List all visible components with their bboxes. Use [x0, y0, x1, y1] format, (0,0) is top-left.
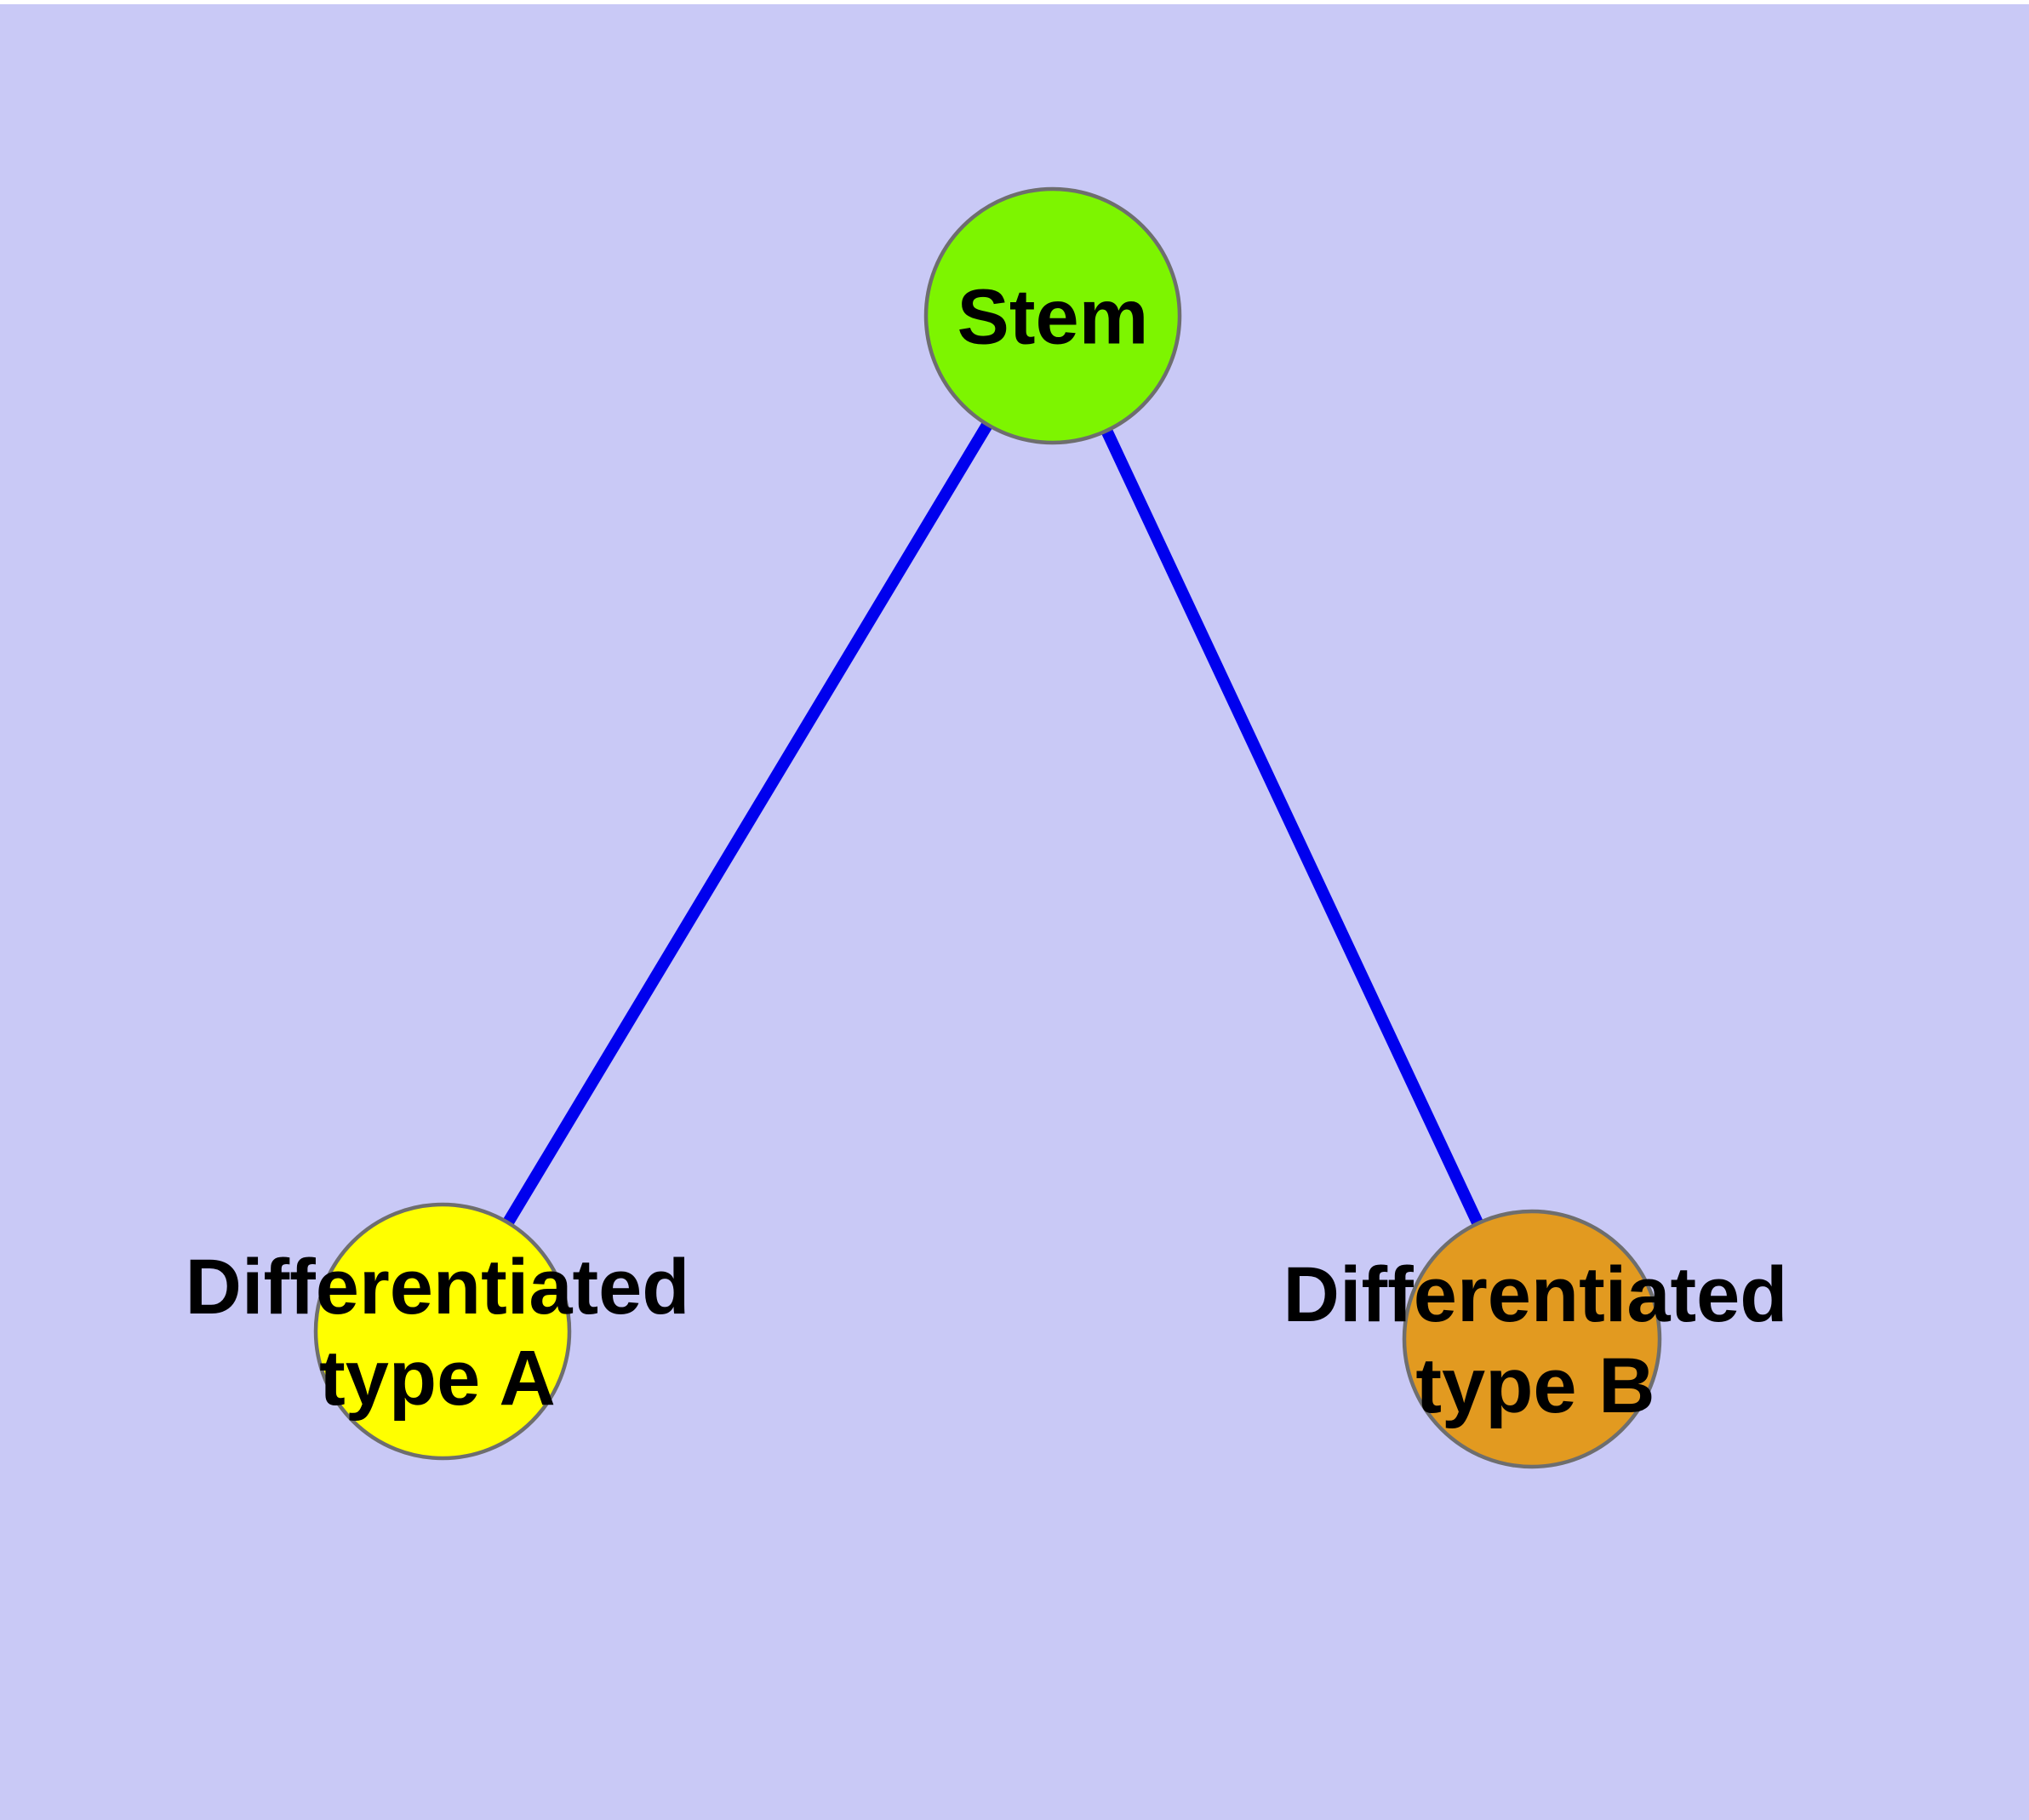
- edge-stem-to-type-a: [437, 312, 1058, 1335]
- node-type-a-circle: [313, 1202, 572, 1461]
- node-type-b-label: Differentiated type B: [1283, 1251, 1788, 1429]
- node-type-a-label: Differentiated type A: [185, 1244, 690, 1422]
- top-border-strip: [0, 0, 2029, 4]
- node-stem-label: Stem: [957, 273, 1149, 361]
- edge-stem-to-type-b: [1047, 313, 1538, 1342]
- node-stem-circle: [923, 186, 1182, 445]
- node-type-b-circle: [1402, 1209, 1662, 1469]
